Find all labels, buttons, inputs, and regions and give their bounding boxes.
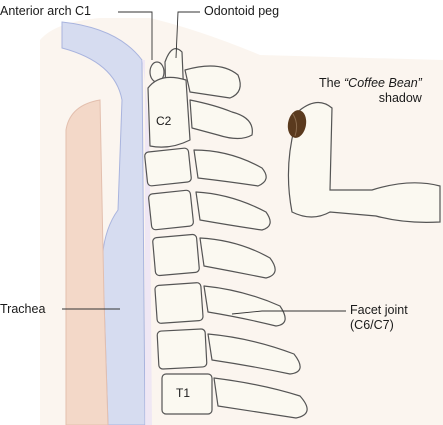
leader-anterior-arch bbox=[118, 11, 153, 60]
coffee-bean-groove bbox=[292, 113, 298, 137]
facet-joint-level: (C6/C7) bbox=[350, 318, 394, 332]
leader-lines bbox=[62, 11, 346, 315]
t1-posterior-elements bbox=[213, 377, 308, 419]
leader-odontoid-peg bbox=[175, 11, 200, 59]
label-t1: T1 bbox=[176, 386, 190, 400]
coffee-bean-shadow-icon bbox=[287, 110, 307, 138]
c5-posterior-elements bbox=[199, 237, 276, 279]
c2-spinous-process bbox=[189, 99, 253, 140]
coffee-bean-suffix: shadow bbox=[378, 91, 422, 105]
label-trachea: Trachea bbox=[0, 302, 46, 316]
c1-posterior-arch bbox=[184, 65, 241, 99]
label-coffee-bean-shadow: The “Coffee Bean” shadow bbox=[319, 76, 422, 106]
hyoid-bone bbox=[287, 101, 441, 223]
label-facet-joint: Facet joint (C6/C7) bbox=[350, 303, 408, 333]
tracheal-wall bbox=[65, 99, 109, 425]
t1-vertebral-body bbox=[161, 373, 213, 415]
leader-facet-joint bbox=[231, 310, 346, 315]
c4-vertebral-body bbox=[148, 189, 194, 231]
c5-vertebral-body bbox=[152, 233, 200, 277]
label-c2: C2 bbox=[156, 114, 172, 128]
c7-vertebral-body bbox=[156, 328, 208, 370]
prevertebral-soft-tissue bbox=[142, 60, 152, 425]
coffee-bean-prefix: The bbox=[319, 76, 345, 90]
c3-vertebral-body bbox=[144, 147, 192, 187]
c4-posterior-elements bbox=[195, 191, 271, 231]
label-anterior-arch-c1: Anterior arch C1 bbox=[0, 4, 92, 18]
c6-vertebral-body bbox=[154, 282, 204, 324]
c3-posterior-elements bbox=[193, 149, 267, 187]
c7-posterior-elements bbox=[207, 333, 301, 375]
c6-posterior-elements bbox=[203, 285, 286, 327]
coffee-bean-italic: “Coffee Bean” bbox=[344, 76, 422, 90]
cervical-vertebrae bbox=[144, 48, 308, 419]
facet-joint-text: Facet joint bbox=[350, 303, 408, 317]
c2-vertebral-body bbox=[147, 76, 191, 148]
label-odontoid-peg: Odontoid peg bbox=[204, 4, 280, 18]
